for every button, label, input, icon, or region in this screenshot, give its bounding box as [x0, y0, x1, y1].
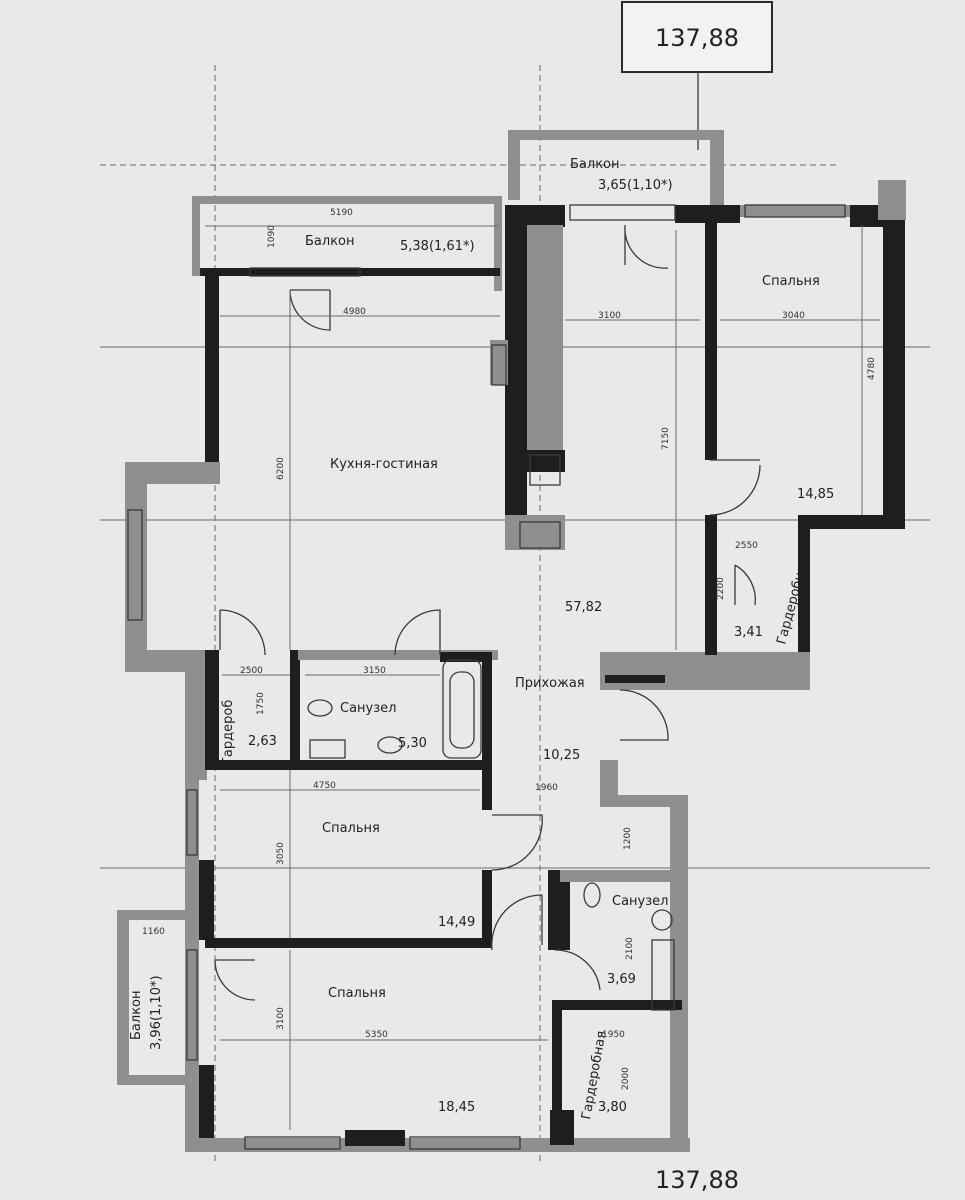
room-area-hallway: 10,25	[543, 748, 580, 763]
room-area-kitchen-living: 57,82	[565, 600, 602, 615]
windows	[127, 204, 846, 1150]
dim-label: 2000	[621, 1067, 631, 1090]
dim-label: 3100	[598, 311, 621, 321]
west-balcony	[117, 910, 187, 1085]
dim-label: 2200	[716, 577, 726, 600]
dim-label: 4750	[313, 781, 336, 791]
dim-label: 1750	[256, 692, 266, 715]
dim-label: 6200	[276, 457, 286, 480]
dim-label: 3040	[782, 311, 805, 321]
room-area-balcony-w: 3,96(1,10*)	[149, 975, 164, 1050]
room-area-wardrobe-w: 2,63	[248, 734, 277, 749]
dim-label: 2500	[240, 666, 263, 676]
bathtub	[442, 659, 482, 759]
room-name-kitchen-living: Кухня-гостиная	[330, 457, 438, 472]
dim-label: 1200	[623, 827, 633, 850]
room-name-wardrobe-w: Гардероб	[221, 700, 236, 765]
room-name-bathroom-s: Санузел	[612, 894, 668, 909]
total-area-box: 137,88	[621, 1, 773, 150]
room-area-bathroom: 5,30	[398, 736, 427, 751]
room-name-hallway: Прихожая	[515, 676, 585, 691]
room-name-bedroom-ne: Спальня	[762, 274, 820, 289]
room-name-bedroom-sw: Спальня	[328, 986, 386, 1001]
room-name-bathroom: Санузел	[340, 701, 396, 716]
room-name-balcony-loggia: Балкон	[305, 234, 355, 249]
sink-s	[651, 909, 673, 931]
dim-label: 2100	[625, 937, 635, 960]
room-area-bedroom-mid: 14,49	[438, 915, 475, 930]
total-area-bottom: 137,88	[655, 1166, 739, 1194]
room-area-balcony-loggia: 5,38(1,61*)	[400, 239, 475, 254]
dim-label: 2550	[735, 541, 758, 551]
dim-label: 1160	[142, 927, 165, 937]
dim-label: 1090	[267, 225, 277, 248]
dim-label: 3150	[363, 666, 386, 676]
room-area-bedroom-sw: 18,45	[438, 1100, 475, 1115]
dim-label: 5350	[365, 1030, 388, 1040]
dim-label: 1950	[602, 1030, 625, 1040]
toilet	[307, 699, 333, 717]
dim-label: 4980	[343, 307, 366, 317]
interior-walls	[205, 215, 717, 1135]
room-name-balcony-top: Балкон	[570, 157, 620, 172]
room-area-wardrobe-s: 3,80	[598, 1100, 627, 1115]
room-name-balcony-w: Балкон	[129, 991, 144, 1041]
room-labels: Балкон 3,65(1,10*) Балкон 5,38(1,61*) Сп…	[129, 157, 834, 1121]
sink	[377, 736, 403, 754]
dim-label: 4780	[867, 357, 877, 380]
dimension-labels: 5190 1090 4980 3100 3040 4780 6200 7150 …	[142, 208, 877, 1090]
dim-label: 5190	[330, 208, 353, 218]
dimension-lines	[205, 225, 880, 1130]
dim-label: 3050	[276, 842, 286, 865]
toilet-s	[583, 882, 601, 908]
room-area-bathroom-s: 3,69	[607, 972, 636, 987]
stove	[529, 454, 561, 486]
doors	[214, 224, 761, 1001]
dim-label: 3100	[276, 1007, 286, 1030]
room-area-bedroom-ne: 14,85	[797, 487, 834, 502]
dim-label: 1960	[535, 783, 558, 793]
total-area-label: 137,88	[655, 24, 739, 52]
room-area-wardrobe-ne: 3,41	[734, 625, 763, 640]
dim-label: 7150	[661, 427, 671, 450]
fixtures	[307, 344, 675, 1011]
room-area-balcony-top: 3,65(1,10*)	[598, 178, 673, 193]
room-name-bedroom-mid: Спальня	[322, 821, 380, 836]
